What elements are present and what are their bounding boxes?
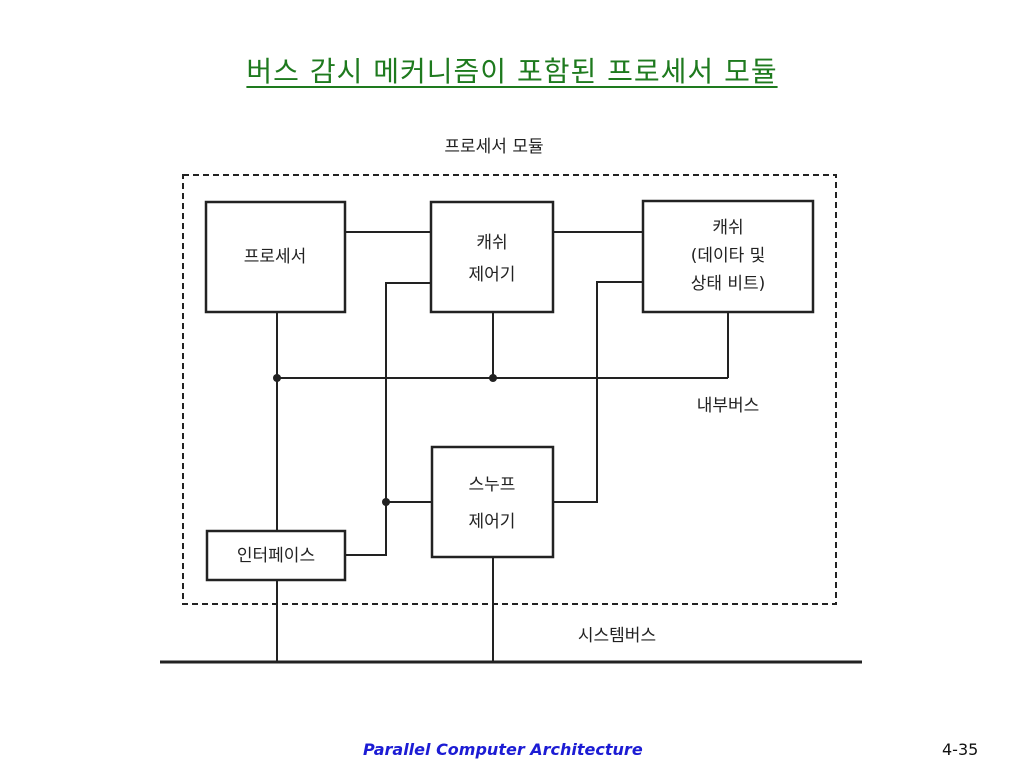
footer-course-title: Parallel Computer Architecture	[363, 740, 643, 759]
cache-controller-label-1: 캐쉬	[476, 233, 507, 253]
snoop-controller-label-2: 제어기	[469, 512, 516, 532]
interface-label: 인터페이스	[237, 546, 315, 566]
line-snoop-controller-cache	[553, 281, 643, 503]
processor-block: 프로세서	[204, 200, 347, 314]
processor-label: 프로세서	[244, 247, 307, 267]
connection-lines	[276, 231, 729, 662]
snoop-controller-label-1: 스누프	[469, 475, 516, 495]
slide-title: 버스 감시 메커니즘이 포함된 프로세서 모듈	[246, 55, 778, 88]
line-cache-controller-interface	[345, 282, 431, 556]
cache-block: 캐쉬 (데이타 및 상태 비트)	[641, 199, 815, 314]
page-number: 4-35	[942, 740, 979, 759]
interface-block: 인터페이스	[205, 529, 347, 582]
system-bus-label: 시스템버스	[578, 626, 656, 646]
cache-label-1: 캐쉬	[712, 218, 743, 238]
internal-bus-label: 내부버스	[697, 396, 760, 416]
junction-dot	[489, 374, 497, 382]
cache-controller-block: 캐쉬 제어기	[429, 200, 555, 314]
module-label: 프로세서 모듈	[444, 137, 543, 157]
cache-controller-label-2: 제어기	[469, 265, 516, 285]
cache-label-2: (데이타 및	[691, 246, 766, 266]
cache-label-3: 상태 비트)	[691, 274, 766, 294]
snoop-controller-block: 스누프 제어기	[430, 445, 555, 559]
junction-dot	[382, 498, 390, 506]
junction-dot	[273, 374, 281, 382]
